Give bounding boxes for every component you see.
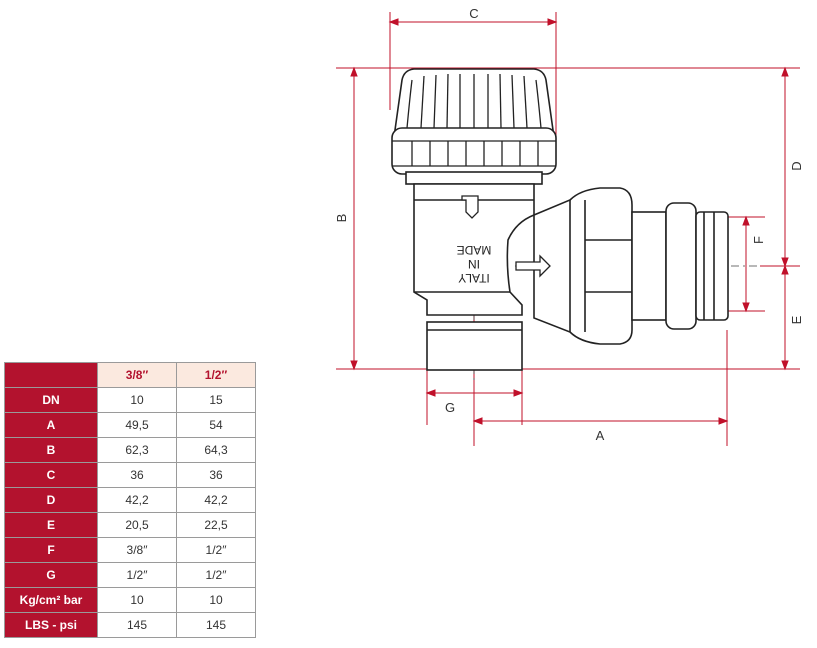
dim-label-c: C xyxy=(469,6,478,21)
marking-line-1: ITALY xyxy=(458,271,490,285)
dim-label-d: D xyxy=(789,161,804,170)
side-connector-tail xyxy=(665,202,697,330)
table-cell: 1/2″ xyxy=(176,537,256,563)
row-label: B xyxy=(4,437,98,463)
table-cell: 54 xyxy=(176,412,256,438)
table-cell: 145 xyxy=(176,612,256,638)
row-label: DN xyxy=(4,387,98,413)
table-cell: 10 xyxy=(97,387,177,413)
table-cell: 20,5 xyxy=(97,512,177,538)
valve-main-body xyxy=(413,183,535,316)
marking-line-2: IN xyxy=(468,257,480,271)
table-cell: 36 xyxy=(176,462,256,488)
row-label: E xyxy=(4,512,98,538)
indicator-mark xyxy=(461,195,479,219)
union-nut xyxy=(533,187,633,345)
row-label: A xyxy=(4,412,98,438)
table-cell: 49,5 xyxy=(97,412,177,438)
body-marking: ITALY IN MADE xyxy=(457,243,492,285)
row-label: LBS - psi xyxy=(4,612,98,638)
dim-label-g: G xyxy=(445,400,455,415)
dim-label-f: F xyxy=(751,236,766,244)
table-cell: 15 xyxy=(176,387,256,413)
flow-arrow xyxy=(515,254,551,278)
dim-label-a: A xyxy=(596,428,605,443)
table-cell: 36 xyxy=(97,462,177,488)
row-label: D xyxy=(4,487,98,513)
table-cell: 62,3 xyxy=(97,437,177,463)
table-cell: 42,2 xyxy=(97,487,177,513)
table-corner-cell xyxy=(4,362,98,388)
table-cell: 64,3 xyxy=(176,437,256,463)
cap-ribs xyxy=(406,73,542,129)
table-cell: 10 xyxy=(97,587,177,613)
row-label: Kg/cm² bar xyxy=(4,587,98,613)
table-cell: 1/2″ xyxy=(97,562,177,588)
dimension-lines xyxy=(336,12,800,446)
column-header-3-8: 3/8″ xyxy=(97,362,177,388)
cap-ring xyxy=(391,127,557,175)
dim-label-e: E xyxy=(789,315,804,324)
table-cell: 3/8″ xyxy=(97,537,177,563)
row-label: F xyxy=(4,537,98,563)
marking-line-3: MADE xyxy=(457,243,492,257)
table-cell: 145 xyxy=(97,612,177,638)
dim-label-b: B xyxy=(334,214,349,223)
table-cell: 10 xyxy=(176,587,256,613)
valve-body xyxy=(391,68,729,371)
table-cell: 42,2 xyxy=(176,487,256,513)
table-cell: 22,5 xyxy=(176,512,256,538)
row-label: C xyxy=(4,462,98,488)
column-header-1-2: 1/2″ xyxy=(176,362,256,388)
row-label: G xyxy=(4,562,98,588)
table-header-row: 3/8″ 1/2″ xyxy=(4,362,256,388)
table-cell: 1/2″ xyxy=(176,562,256,588)
